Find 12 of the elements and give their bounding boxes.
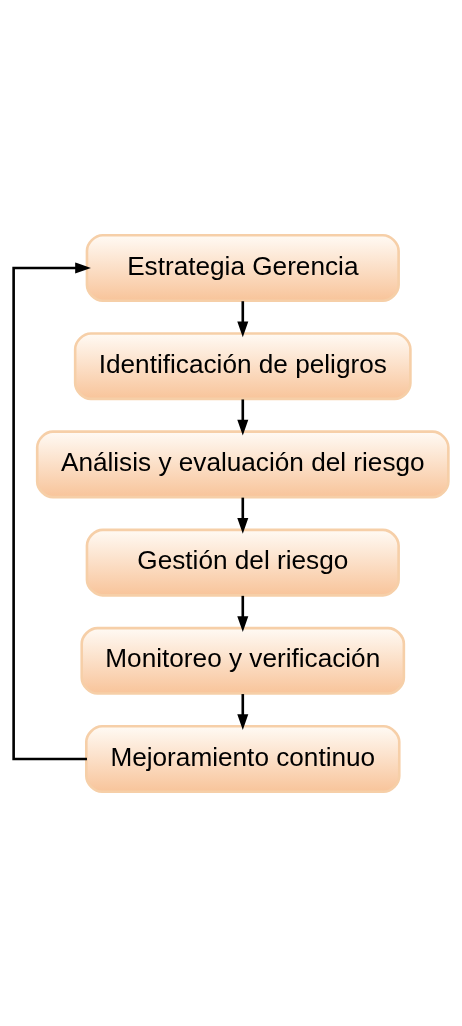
- arrow: [237, 497, 249, 534]
- node-box: Gestión del riesgo: [85, 528, 400, 597]
- arrow: [237, 398, 249, 435]
- arrow: [237, 693, 249, 730]
- node-box: Análisis y evaluación del riesgo: [35, 429, 450, 498]
- arrow: [237, 595, 249, 632]
- node-box: Identificación de peligros: [73, 331, 412, 400]
- arrow: [12, 261, 91, 760]
- node-box: Estrategia Gerencia: [85, 233, 400, 302]
- node-box: Monitoreo y verificación: [80, 626, 406, 695]
- node-box: Mejoramiento continuo: [85, 724, 401, 793]
- arrow: [237, 300, 249, 337]
